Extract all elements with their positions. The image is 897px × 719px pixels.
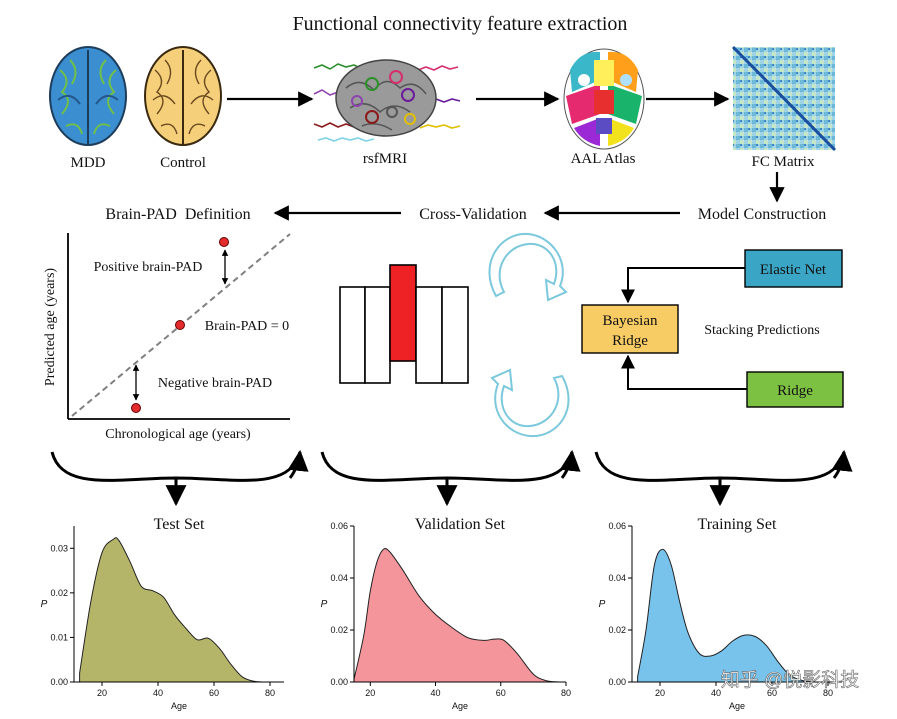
elastic-net-box [744, 249, 843, 288]
fold-1 [339, 286, 366, 384]
positive-pad-label: Positive brain-PAD [94, 260, 203, 275]
validation-y-label: P [321, 599, 328, 610]
test-y-tick-label: 0.02 [50, 588, 68, 598]
test-chart-title: Test Set [154, 516, 205, 533]
test-x-tick-label: 60 [209, 688, 219, 698]
validation-density-area [353, 548, 560, 683]
fork-connectors [50, 449, 853, 504]
elastic-to-bayes-arrow [621, 267, 745, 304]
ridge-box [746, 371, 844, 408]
test-x-label: Age [171, 701, 187, 711]
test-x-tick-label: 80 [265, 688, 275, 698]
fork-validation [320, 451, 574, 504]
mdd-brain-image [49, 46, 127, 146]
validation-x-tick-label: 40 [431, 688, 441, 698]
bayesian-ridge-box [581, 304, 679, 354]
cross-validation-label: Cross-Validation [419, 206, 527, 223]
zero-pad-label: Brain-PAD = 0 [205, 319, 289, 334]
model-construction-label: Model Construction [698, 206, 826, 223]
test-y-tick-label: 0.00 [50, 677, 68, 687]
pad-x-label: Chronological age (years) [105, 427, 251, 442]
test-y-tick-label: 0.03 [50, 543, 68, 553]
training-x-tick-label: 20 [655, 688, 665, 698]
fold-2 [364, 286, 391, 384]
training-y-tick-label: 0.00 [608, 677, 626, 687]
stacking-predictions-label: Stacking Predictions [704, 323, 820, 338]
ridge-to-bayes-arrow [621, 354, 747, 390]
test-y-label: P [41, 599, 48, 610]
bayesian-label-line2: Ridge [612, 333, 648, 349]
figure-title: Functional connectivity feature extracti… [293, 13, 628, 35]
validation-y-tick-label: 0.00 [330, 677, 348, 687]
fork-test-right-arrow [287, 449, 309, 479]
cv-folds [339, 264, 469, 384]
test-density-area [79, 537, 265, 683]
test-x-tick-label: 20 [97, 688, 107, 698]
validation-set-chart: 20 40 60 80 0.00 0.02 0.04 0.06 Validation SetAg… [321, 516, 571, 711]
training-chart-title: Training Set [698, 516, 778, 533]
training-x-tick-label: 60 [767, 688, 777, 698]
training-y-tick-label: 0.06 [608, 521, 626, 531]
fold-4 [415, 286, 443, 384]
training-y-tick-label: 0.02 [608, 625, 626, 635]
training-x-label: Age [729, 701, 745, 711]
cycle-arrows [488, 232, 570, 438]
training-x-tick-label: 40 [711, 688, 721, 698]
test-x-tick-label: 40 [153, 688, 163, 698]
brain-pad-definition-label: Brain-PAD Definition [105, 206, 250, 223]
control-brain-image [144, 46, 222, 146]
validation-x-tick-label: 60 [496, 688, 506, 698]
training-y-tick-label: 0.04 [608, 573, 626, 583]
watermark-text: 知乎 @悦影科技 [721, 669, 860, 691]
validation-x-tick-label: 20 [365, 688, 375, 698]
fc-matrix-image [731, 45, 837, 152]
cycle-arrow-top [488, 232, 568, 302]
fork-test [50, 451, 302, 504]
positive-point [219, 237, 229, 247]
validation-y-tick-label: 0.06 [330, 521, 348, 531]
fc-label: FC Matrix [752, 154, 815, 170]
rsfmri-image [313, 59, 461, 142]
validation-x-label: Age [452, 701, 468, 711]
bayesian-label-line1: Bayesian [603, 313, 658, 329]
atlas-label: AAL Atlas [571, 151, 636, 167]
negative-point [131, 403, 141, 413]
control-label: Control [160, 155, 206, 171]
stacking-model: Elastic Net Ridge Bayesian Ridge Stackin… [581, 249, 844, 408]
mdd-label: MDD [70, 155, 105, 171]
validation-chart-title: Validation Set [415, 516, 506, 533]
validation-y-tick-label: 0.02 [330, 625, 348, 635]
fork-validation-right-arrow [559, 449, 581, 479]
validation-y-tick-label: 0.04 [330, 573, 348, 583]
validation-x-tick-label: 80 [561, 688, 571, 698]
training-density-area [637, 548, 823, 683]
fork-training-right-arrow [831, 449, 853, 479]
fold-5 [441, 286, 469, 384]
fold-3-highlight [389, 264, 417, 362]
zero-point [175, 320, 185, 330]
fork-training [594, 451, 846, 504]
ridge-label: Ridge [777, 383, 813, 399]
elastic-net-label: Elastic Net [760, 262, 827, 278]
brain-pad-plot: Positive brain-PAD Brain-PAD = 0 Negativ… [43, 233, 291, 442]
negative-pad-label: Negative brain-PAD [158, 376, 272, 391]
pad-y-label: Predicted age (years) [43, 268, 58, 386]
training-x-tick-label: 80 [823, 688, 833, 698]
training-y-label: P [599, 599, 606, 610]
rsfmri-label: rsfMRI [363, 151, 407, 167]
cycle-arrow-bottom [490, 368, 570, 438]
aal-atlas-image [563, 48, 645, 150]
test-y-tick-label: 0.01 [50, 632, 68, 642]
